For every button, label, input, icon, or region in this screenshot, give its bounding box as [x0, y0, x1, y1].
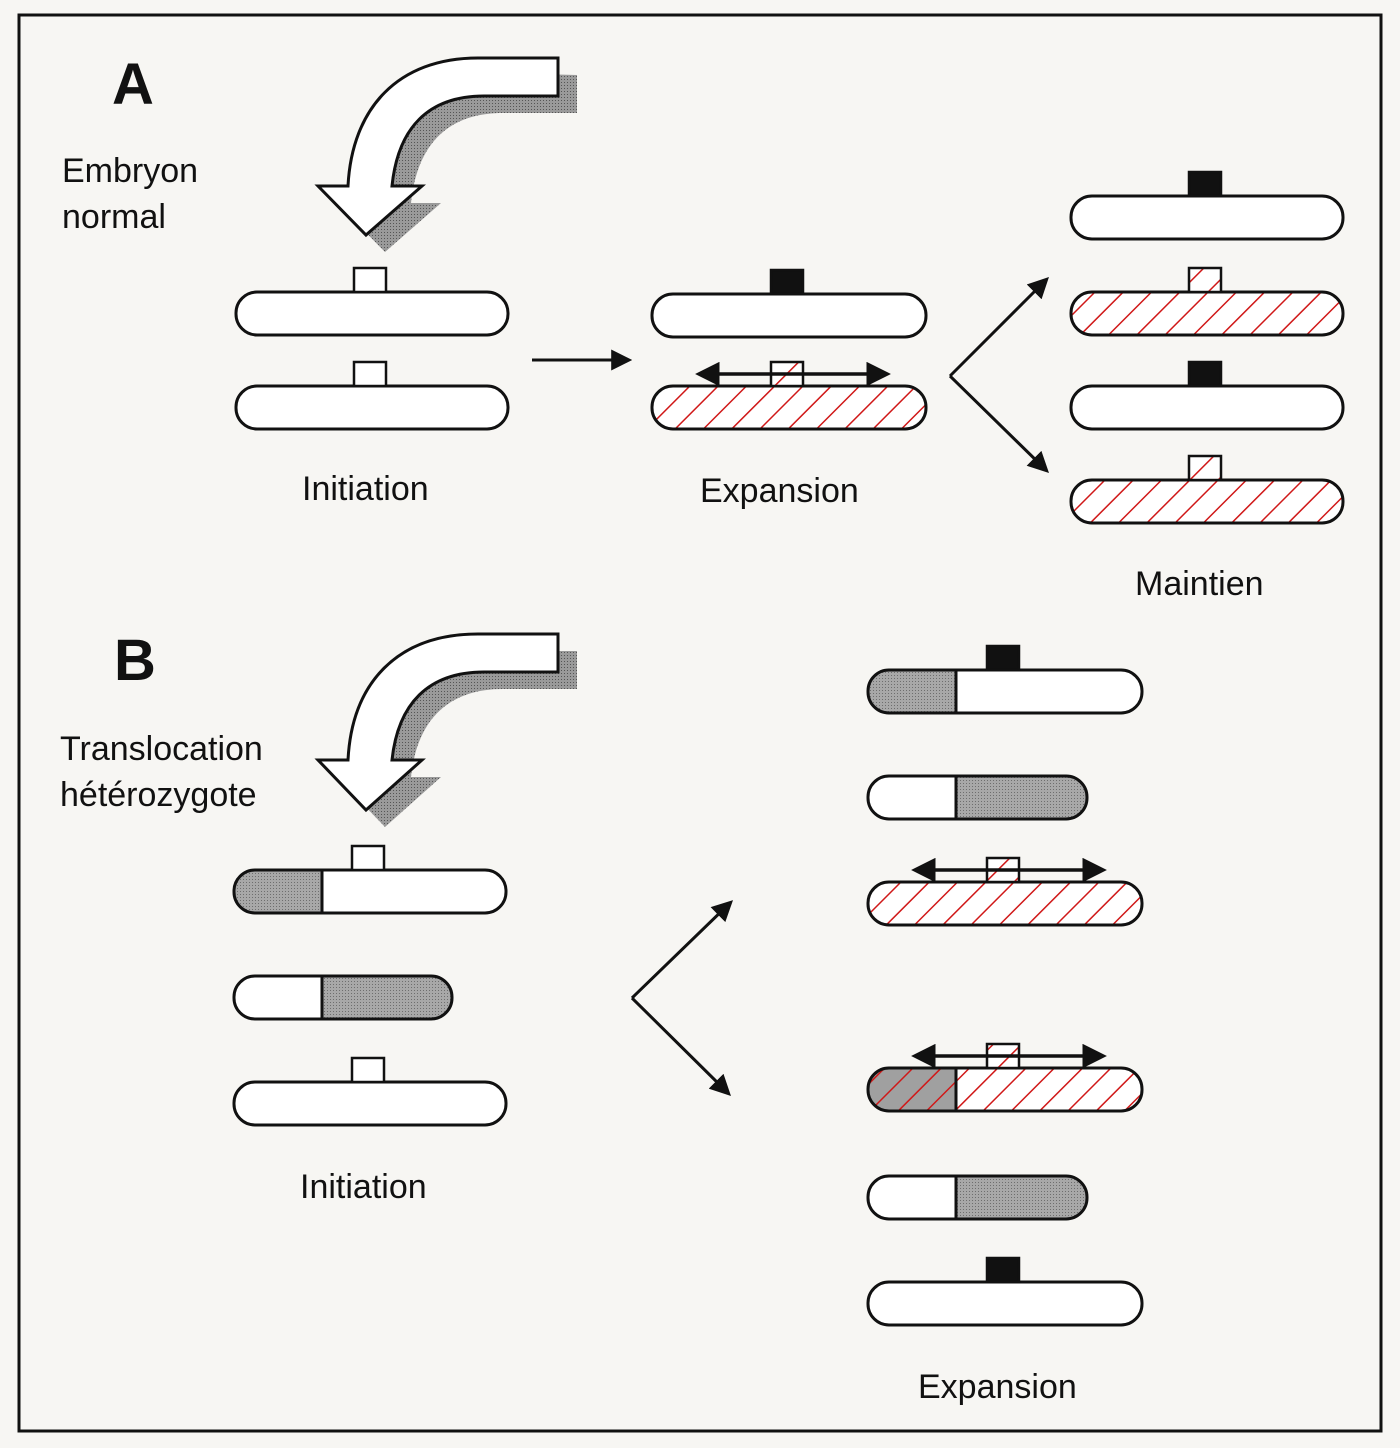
branch-arrow-icon-b — [630, 900, 734, 1096]
chromosome-a-main-4 — [1069, 454, 1345, 525]
locus-open-icon — [350, 844, 386, 872]
chromosome-a-main-2 — [1069, 266, 1345, 337]
panel-a-subtitle-line1: Embryon — [62, 152, 198, 190]
chromosome-b-init-2 — [232, 974, 454, 1021]
locus-filled-icon — [985, 644, 1021, 672]
branch-arrow-icon-a — [948, 277, 1050, 473]
chromosome-a-main-1 — [1069, 170, 1345, 241]
locus-hatch-icon — [1187, 266, 1223, 294]
panel-b-header: B Translocation hétérozygote — [60, 628, 263, 814]
locus-hatch-icon — [1187, 454, 1223, 482]
chromosome-a-exp-1 — [650, 268, 928, 339]
stage-label-b-initiation: Initiation — [300, 1168, 427, 1206]
chromosome-b-init-1 — [232, 844, 508, 915]
chromosome-b-init-3 — [232, 1056, 508, 1127]
locus-filled-icon — [1187, 360, 1223, 388]
chromosome-a-init-1 — [234, 266, 510, 337]
stage-label-a-expansion: Expansion — [700, 472, 859, 510]
panel-a-letter: A — [112, 52, 154, 117]
stage-label-a-maintien: Maintien — [1135, 565, 1264, 603]
chromosome-b-exp-2 — [866, 774, 1089, 821]
locus-open-icon — [350, 1056, 386, 1084]
panel-a-subtitle-line2: normal — [62, 198, 166, 236]
figure-frame — [17, 13, 1383, 1433]
chromosome-b-exp-4 — [866, 1042, 1144, 1113]
curved-arrow-icon-a — [314, 56, 577, 252]
curved-arrow-icon-b — [314, 632, 577, 827]
panel-b-subtitle-line2: hétérozygote — [60, 776, 257, 814]
chromosome-a-init-2 — [234, 360, 510, 431]
locus-filled-icon — [985, 1256, 1021, 1284]
stage-label-a-initiation: Initiation — [302, 470, 429, 508]
locus-filled-icon — [1187, 170, 1223, 198]
panel-a-header: A Embryon normal — [62, 52, 198, 236]
locus-open-icon — [352, 360, 388, 388]
locus-open-icon — [352, 266, 388, 294]
chromosome-b-exp-3 — [866, 856, 1144, 927]
panel-b-letter: B — [114, 628, 156, 693]
chromosome-a-main-3 — [1069, 360, 1345, 431]
stage-label-b-expansion: Expansion — [918, 1368, 1077, 1406]
chromosome-a-exp-2 — [650, 360, 928, 431]
chromosome-b-exp-1 — [866, 644, 1144, 715]
chromosome-b-exp-5 — [866, 1174, 1089, 1221]
chromosome-b-exp-6 — [866, 1256, 1144, 1327]
chromosomes-layer — [232, 170, 1345, 1327]
locus-filled-icon — [769, 268, 805, 296]
panel-b-subtitle-line1: Translocation — [60, 730, 263, 768]
